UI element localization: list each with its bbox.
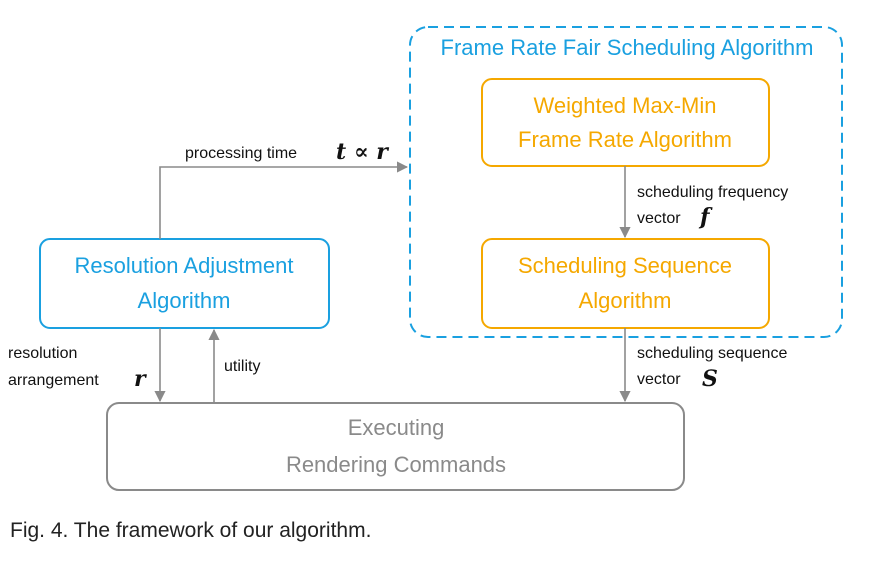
resolution-adjustment-line1: Resolution Adjustment [75,253,294,278]
scheduling-sequence-line2: Algorithm [579,288,672,313]
processing-time-arrow [159,161,409,239]
resolution-adjustment-line2: Algorithm [138,288,231,313]
frequency-vector-line1: scheduling frequency [637,184,788,201]
frequency-vector-line2: vector [637,210,681,227]
group-title: Frame Rate Fair Scheduling Algorithm [441,35,814,60]
resolution-adjustment-box [39,238,330,329]
resolution-arrangement-math: r [134,366,147,392]
frame-rate-fair-scheduling-group [409,26,843,338]
sequence-vector-line2: vector [637,371,681,388]
figure-caption: Fig. 4. The framework of our algorithm. [10,519,371,542]
executing-line2: Rendering Commands [286,452,506,477]
executing-rendering-box [106,402,685,491]
resolution-arrangement-line2: arrangement [8,372,99,389]
weighted-max-min-line1: Weighted Max-Min [534,93,717,118]
weighted-max-min-line2: Frame Rate Algorithm [518,127,732,152]
sequence-vector-math: S [702,366,718,392]
utility-label: utility [224,358,260,375]
sequence-vector-line1: scheduling sequence [637,345,787,362]
processing-time-label: processing time [185,145,297,162]
frequency-vector-math: f [698,204,713,230]
executing-line1: Executing [348,415,445,440]
resolution-arrangement-line1: resolution [8,345,77,362]
scheduling-sequence-line1: Scheduling Sequence [518,253,732,278]
processing-time-math: t ∝ r [336,139,389,165]
